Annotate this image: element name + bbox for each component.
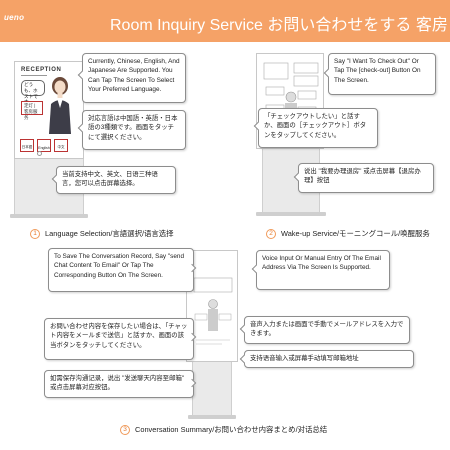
brand-logo: ueno	[4, 13, 25, 22]
step-1-number: 1	[30, 228, 40, 239]
reception-screen[interactable]: RECEPTION どうも、ホストです 定灯 | 客房服务 日本語 Englis…	[17, 64, 81, 156]
section-1-bubble-jp: 対応言語は中国語・英語・日本語の3種類です。画面をタッチにて選択ください。	[77, 110, 186, 150]
section-2-bubble-cn: 说出 "我要办理退房" 或点击屏幕【退房办理】按钮	[293, 163, 434, 193]
section-1-bubble-cn: 当前支持中文、英文、日语三种语言，您可以点击屏幕选择。	[51, 166, 176, 194]
kiosk-3-stand	[192, 362, 232, 416]
step-3-number: 3	[120, 424, 130, 435]
section-2-bubble-jp: 「チェックアウトしたい」と話すか、画面の［チェックアウト］ボタンをタップしてくだ…	[253, 108, 378, 148]
bubble-text: Currently, Chinese, English, And Japanes…	[88, 58, 180, 94]
bubble-text: Voice Input Or Manual Entry Of The Email…	[262, 255, 381, 272]
step-2-number: 2	[266, 228, 276, 239]
kiosk-1: RECEPTION どうも、ホストです 定灯 | 客房服务 日本語 Englis…	[14, 61, 84, 159]
greeting-bubble: どうも、ホストです	[21, 80, 45, 104]
step-3: 3 Conversation Summary/お問い合わせ内容まとめ/对话总结	[120, 424, 327, 435]
bubble-text: 支持语音输入或屏幕手动填写邮箱地址	[250, 355, 359, 362]
summary-screen[interactable]	[190, 254, 234, 358]
section-3-bubble-en-left: To Save The Conversation Record, Say "se…	[48, 248, 197, 292]
section-3-bubble-en-right: Voice Input Or Manual Entry Of The Email…	[251, 250, 390, 290]
kiosk-2-base	[256, 212, 326, 216]
step-2-label: Wake-up Service/モーニングコール/唤醒服务	[281, 229, 430, 238]
language-button-chinese[interactable]: 中文	[54, 139, 68, 152]
bubble-text: To Save The Conversation Record, Say "se…	[54, 253, 185, 279]
language-buttons: 日本語 English 中文	[20, 139, 68, 152]
reception-title: RECEPTION	[21, 67, 62, 73]
section-1-bubble-en: Currently, Chinese, English, And Japanes…	[77, 53, 186, 103]
section-3-bubble-jp-right: 音声入力または画面で手動でメールアドレスを入力できます。	[239, 316, 410, 344]
step-1-label: Language Selection/言語選択/语言选择	[45, 229, 174, 238]
receptionist-figure-icon	[49, 77, 71, 134]
section-3-bubble-cn-right: 支持语音输入或屏幕手动填写邮箱地址	[239, 350, 414, 368]
bubble-text: Say "I Want To Check Out" Or Tap The [ch…	[334, 58, 421, 84]
bubble-text: 対応言語は中国語・英語・日本語の3種類です。画面をタッチにて選択ください。	[88, 115, 178, 141]
service-tag: 定灯 | 客房服务	[21, 101, 43, 120]
bubble-text: お問い合わせ内容を保存したい場合は、「チャット内容をメールまで送信」と話すか、画…	[50, 323, 188, 349]
divider	[21, 75, 47, 76]
kiosk-3-base	[188, 415, 236, 419]
bubble-text: 说出 "我要办理退房" 或点击屏幕【退房办理】按钮	[304, 168, 421, 185]
sensor-dot	[37, 151, 42, 156]
section-3-bubble-cn-left: 如需保存沟通记录，说出 "发送聊天内容至邮箱" 或点击屏幕对应按钮。	[44, 370, 197, 398]
step-2: 2 Wake-up Service/モーニングコール/唤醒服务	[266, 228, 430, 239]
step-1: 1 Language Selection/言語選択/语言选择	[30, 228, 174, 239]
header-bar: ueno Room Inquiry Service お問い合わせをする 客房	[0, 0, 450, 42]
bubble-text: 音声入力または画面で手動でメールアドレスを入力できます。	[250, 321, 404, 338]
bubble-text: 当前支持中文、英文、日语三种语言，您可以点击屏幕选择。	[62, 171, 158, 188]
bubble-text: 「チェックアウトしたい」と話すか、画面の［チェックアウト］ボタンをタップしてくだ…	[264, 113, 367, 139]
page-title: Room Inquiry Service お問い合わせをする 客房	[110, 17, 448, 34]
language-button-japanese[interactable]: 日本語	[20, 139, 34, 152]
step-3-label: Conversation Summary/お問い合わせ内容まとめ/对话总结	[135, 425, 328, 434]
kiosk-1-base	[10, 214, 88, 218]
language-button-english[interactable]: English	[37, 139, 51, 152]
section-3-bubble-jp-left: お問い合わせ内容を保存したい場合は、「チャット内容をメールまで送信」と話すか、画…	[44, 318, 197, 360]
section-2-bubble-en: Say "I Want To Check Out" Or Tap The [ch…	[323, 53, 436, 95]
summary-ui-icon	[193, 277, 233, 345]
bubble-text: 如需保存沟通记录，说出 "发送聊天内容至邮箱" 或点击屏幕对应按钮。	[50, 375, 185, 392]
